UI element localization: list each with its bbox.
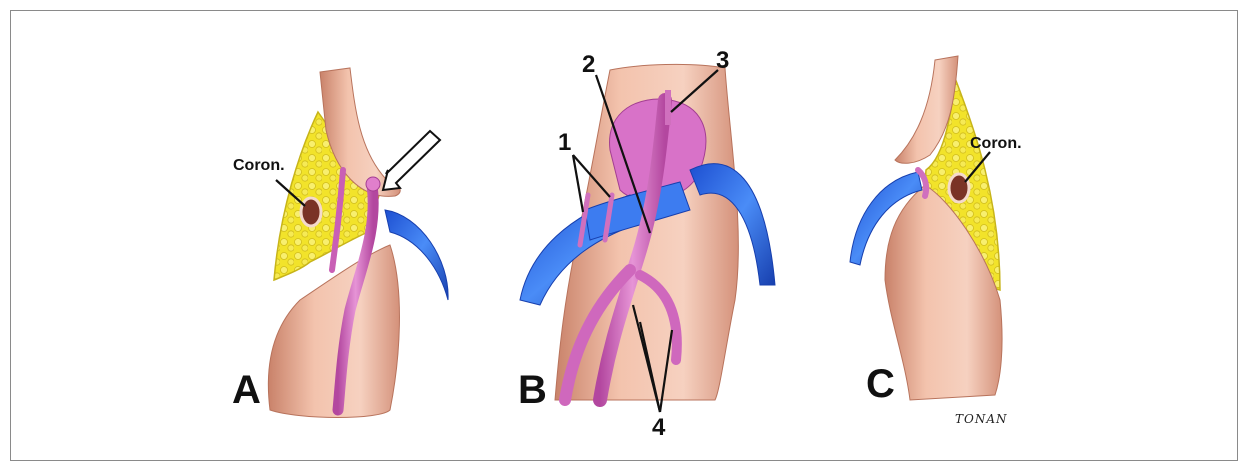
panel-letter-a: A [232,368,261,412]
coronary-vessel-c [949,174,969,202]
artist-signature: TONAN [955,412,1008,426]
number-3: 3 [716,47,729,74]
panel-b: 1 2 3 4 B [518,47,775,441]
number-4: 4 [652,414,666,441]
label-coron-a: Coron. [233,157,285,174]
number-1: 1 [558,129,571,156]
panel-c: Coron. C TONAN [850,56,1022,426]
panel-letter-c: C [866,362,895,406]
panel-letter-b: B [518,368,547,412]
panel-a: Coron. A [232,68,448,418]
number-2: 2 [582,51,595,78]
label-coron-c: Coron. [970,135,1022,152]
arrow-a [383,131,440,190]
artery-knob-a [366,177,380,191]
coronary-vessel-a [301,198,321,226]
